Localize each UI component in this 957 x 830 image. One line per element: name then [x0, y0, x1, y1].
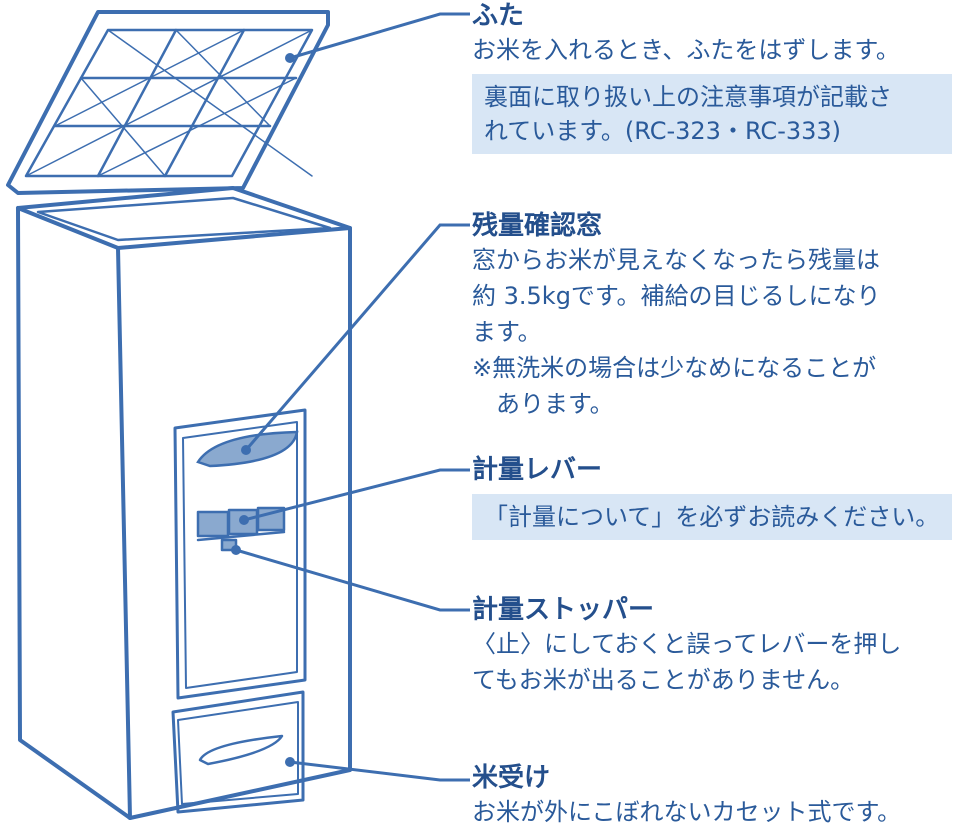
lid-note-line: 裏面に取り扱い上の注意事項が記載さ	[484, 83, 892, 111]
window-description-line: ます。	[472, 318, 542, 346]
lid-illustration	[6, 10, 330, 195]
window-note-line: あります。	[472, 390, 614, 418]
stopper-description-line: てもお米が出ることがありません。	[472, 666, 855, 694]
lid-note-line: れています。(RC-323・RC-333)	[484, 117, 842, 145]
callout-tray: 米受け お米が外にこぼれないカセット式です。	[472, 762, 901, 830]
leader-lines	[235, 12, 470, 782]
stopper-description-line: 〈止〉にしておくと誤ってレバーを押し	[472, 630, 902, 658]
window-note-line: ※無洗米の場合は少なめになることが	[472, 354, 877, 382]
lid-note: 裏面に取り扱い上の注意事項が記載さ れています。(RC-323・RC-333)	[472, 74, 952, 154]
lid-description: お米を入れるとき、ふたをはずします。	[472, 36, 900, 64]
tray-illustration	[171, 690, 305, 814]
callout-window: 残量確認窓 窓からお米が見えなくなったら残量は 約 3.5kgです。補給の目じる…	[472, 210, 881, 422]
callout-dots	[231, 53, 295, 767]
tray-description: お米が外にこぼれないカセット式です。	[472, 798, 902, 826]
callout-lever: 計量レバー 「計量について」を必ずお読みください。	[472, 454, 952, 540]
lever-note: 「計量について」を必ずお読みください。	[472, 494, 952, 540]
window-title: 残量確認窓	[472, 211, 603, 241]
callout-stopper: 計量ストッパー 〈止〉にしておくと誤ってレバーを押し てもお米が出ることがありま…	[472, 594, 901, 698]
window-description-line: 窓からお米が見えなくなったら残量は	[472, 246, 880, 274]
lid-title: ふた	[472, 1, 525, 31]
window-description-line: 約 3.5kgです。補給の目じるしになり	[472, 282, 881, 310]
front-panel-illustration	[173, 408, 307, 700]
callout-lid: ふた お米を入れるとき、ふたをはずします。 裏面に取り扱い上の注意事項が記載さ …	[472, 0, 952, 154]
tray-title: 米受け	[472, 763, 551, 793]
lever-title: 計量レバー	[472, 455, 603, 485]
stopper-title: 計量ストッパー	[472, 595, 655, 625]
